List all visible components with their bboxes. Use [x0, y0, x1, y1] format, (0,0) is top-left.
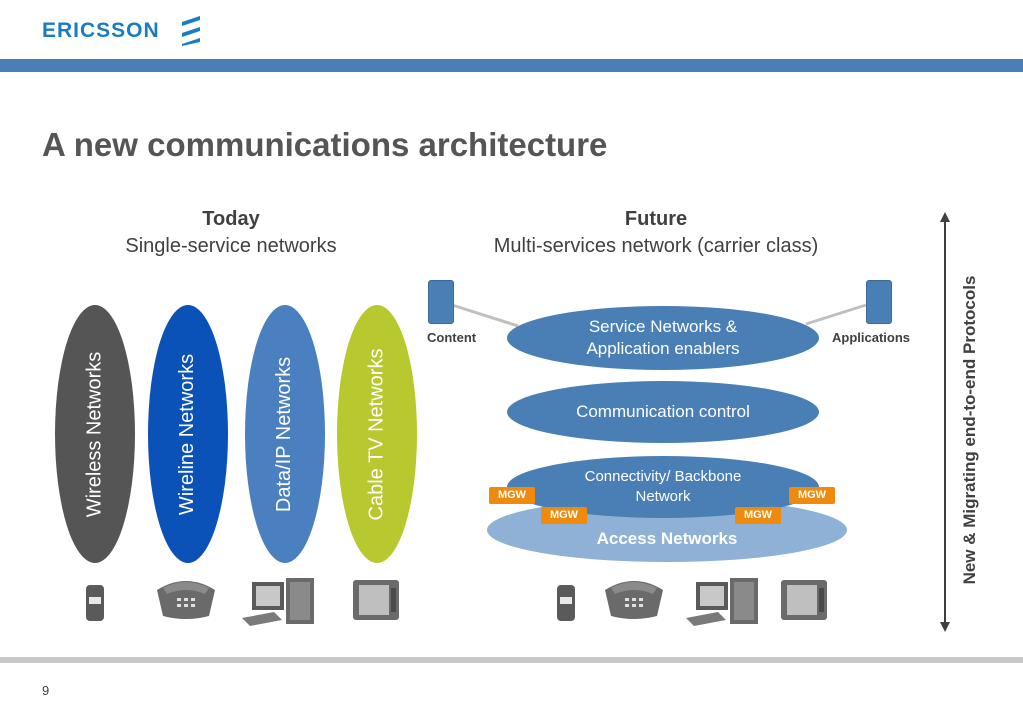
service-networks-layer: Service Networks & Application enablers — [507, 306, 819, 370]
today-subheading: Single-service networks — [125, 235, 337, 257]
wireline-networks-ellipse: Wireline Networks — [148, 305, 228, 563]
cable-tv-networks-ellipse: Cable TV Networks — [337, 305, 417, 563]
protocols-axis-label: New & Migrating end-to-end Protocols — [960, 275, 979, 585]
mgw-badge: MGW — [489, 487, 535, 504]
desk-phone-icon — [605, 581, 663, 619]
computer-icon — [686, 578, 758, 626]
communication-control-layer: Communication control — [507, 381, 819, 443]
mobile-phone-icon — [86, 585, 104, 621]
mgw-badge: MGW — [789, 487, 835, 504]
page-number: 9 — [42, 683, 50, 698]
ericsson-logo-icon — [182, 16, 200, 46]
future-heading: Future — [624, 208, 688, 230]
service-networks-label: Service Networks & Application enablers — [586, 317, 740, 358]
content-label: Content — [427, 330, 477, 345]
header-bar — [0, 59, 1023, 72]
today-heading-block: Today Single-service networks — [81, 208, 381, 258]
computer-icon — [242, 578, 314, 626]
slide-title: A new communications architecture — [42, 126, 608, 163]
mobile-phone-icon — [557, 585, 575, 621]
applications-label: Applications — [832, 330, 911, 345]
footer-bar — [0, 657, 1023, 663]
tv-icon — [353, 580, 399, 620]
connectivity-label: Connectivity/ Backbone Network — [584, 468, 742, 505]
future-subheading: Multi-services network (carrier class) — [493, 235, 819, 257]
desk-phone-icon — [157, 581, 215, 619]
wireless-networks-ellipse: Wireless Networks — [55, 305, 135, 563]
future-heading-block: Future Multi-services network (carrier c… — [456, 208, 856, 258]
access-networks-label: Access Networks — [596, 529, 738, 548]
tv-icon — [781, 580, 827, 620]
mgw-badge: MGW — [541, 507, 587, 524]
applications-server-icon — [866, 280, 892, 324]
ericsson-logo: ERICSSON — [42, 19, 160, 42]
today-heading: Today — [202, 208, 260, 230]
communication-control-label: Communication control — [576, 402, 750, 421]
content-server-icon — [428, 280, 454, 324]
data-ip-networks-ellipse: Data/IP Networks — [245, 305, 325, 563]
mgw-badge: MGW — [735, 507, 781, 524]
protocol-axis-arrow — [940, 212, 950, 632]
